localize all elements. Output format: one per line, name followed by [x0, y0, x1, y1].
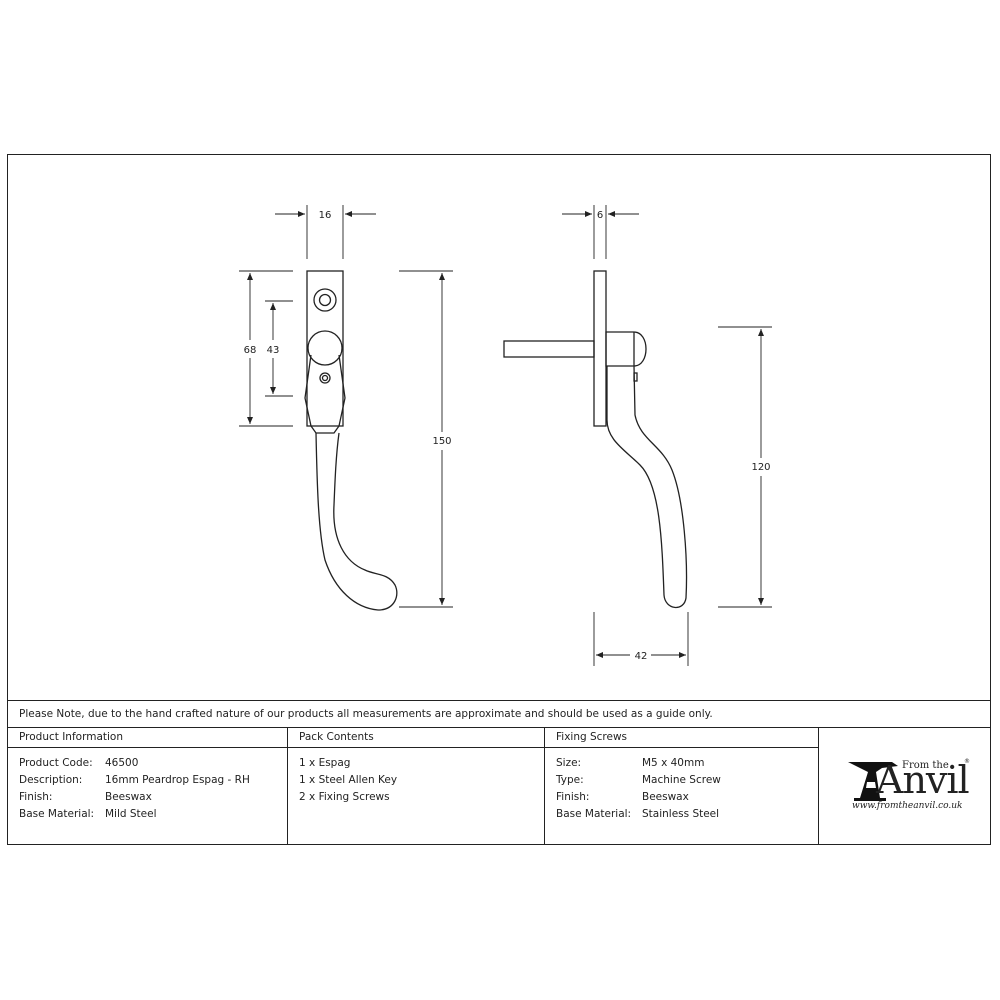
logo-url: www.fromtheanvil.co.uk — [852, 801, 963, 811]
logo-brand-text: Anvil — [876, 758, 970, 802]
type-row: Type: Machine Screw — [556, 772, 818, 789]
dim-fixing-centres: 43 — [267, 345, 280, 356]
label: Type: — [556, 774, 584, 786]
label: Product Code: — [19, 757, 93, 769]
list-item: 1 x Espag — [299, 757, 351, 769]
value: Beeswax — [105, 791, 152, 803]
value: Mild Steel — [105, 808, 157, 820]
product-information-panel: Product Information Product Code: 46500 D… — [8, 728, 288, 845]
base-material-row: Base Material: Mild Steel — [19, 806, 287, 823]
fixing-screws-title: Fixing Screws — [545, 728, 818, 748]
label: Finish: — [19, 791, 53, 803]
description-row: Description: 16mm Peardrop Espag - RH — [19, 772, 287, 789]
list-item: 2 x Fixing Screws — [299, 791, 390, 803]
pack-contents-panel: Pack Contents 1 x Espag 1 x Steel Allen … — [288, 728, 545, 845]
measurement-note: Please Note, due to the hand crafted nat… — [8, 700, 990, 728]
label: Base Material: — [19, 808, 95, 820]
base-material-row: Base Material: Stainless Steel — [556, 806, 818, 823]
product-code-row: Product Code: 46500 — [19, 755, 287, 772]
logo-brand: ​Anvil — [876, 760, 977, 800]
label: Base Material: — [556, 808, 632, 820]
list-item: 1 x Steel Allen Key — [299, 774, 398, 786]
value: Stainless Steel — [642, 808, 720, 820]
value: 46500 — [105, 757, 139, 769]
label: Description: — [19, 774, 83, 786]
value: Beeswax — [642, 791, 689, 803]
value: 16mm Peardrop Espag - RH — [105, 774, 250, 786]
dim-width: 16 — [319, 210, 332, 221]
front-view-handle — [304, 270, 398, 611]
pack-contents-title: Pack Contents — [288, 728, 544, 748]
registered-mark: ® — [964, 758, 970, 765]
value: Machine Screw — [642, 774, 721, 786]
dim-handle-length: 120 — [751, 462, 770, 473]
label: Finish: — [556, 791, 590, 803]
value: M5 x 40mm — [642, 757, 705, 769]
finish-row: Finish: Beeswax — [19, 789, 287, 806]
anvil-icon — [848, 762, 898, 801]
dim-plate-height: 68 — [244, 345, 257, 356]
from-the-anvil-logo: From the ​Anvil ® www.fromtheanvil.co.uk — [846, 758, 976, 818]
fixing-screws-panel: Fixing Screws Size: M5 x 40mm Type: Machin… — [545, 728, 819, 845]
size-row: Size: M5 x 40mm — [556, 755, 818, 772]
side-view-handle — [503, 270, 688, 609]
label: Size: — [556, 757, 582, 769]
dim-overall-height: 150 — [432, 436, 451, 447]
drawing-frame — [7, 154, 991, 845]
dim-plate-depth: 6 — [597, 210, 603, 221]
logo-from-the: From the — [902, 760, 949, 771]
finish-row: Finish: Beeswax — [556, 789, 818, 806]
product-information-title: Product Information — [8, 728, 287, 748]
dim-projection: 42 — [635, 651, 648, 662]
